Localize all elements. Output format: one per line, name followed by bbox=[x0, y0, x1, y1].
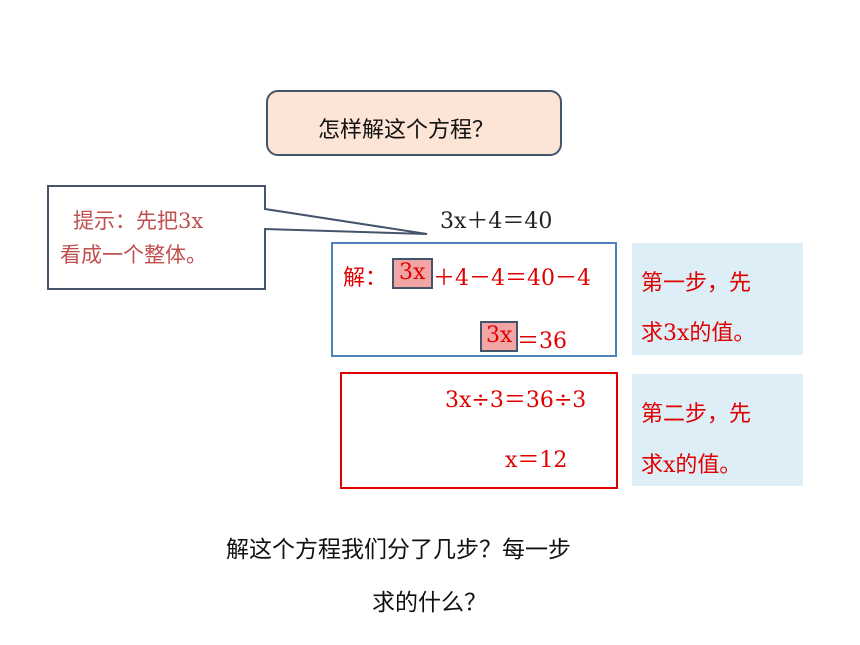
step1-term-1: 3x bbox=[399, 260, 426, 285]
step1-prefix: 解： bbox=[343, 266, 388, 291]
question-text: 怎样解这个方程？ bbox=[318, 118, 495, 143]
step1-note-line-2: 求3x的值。 bbox=[641, 321, 756, 346]
step2-note bbox=[632, 374, 803, 486]
bottom-question-line-2: 求的什么？ bbox=[372, 590, 487, 616]
bottom-question-line-1: 解这个方程我们分了几步？每一步 bbox=[226, 537, 571, 563]
step2-note-line-2: 求x的值。 bbox=[641, 453, 742, 478]
step2-box bbox=[340, 372, 618, 489]
hint-line-2: 看成一个整体。 bbox=[60, 243, 207, 267]
step2-line-2: x＝12 bbox=[505, 448, 568, 473]
step1-term-2: 3x bbox=[486, 323, 513, 348]
step1-rest-2: ＝36 bbox=[517, 329, 567, 354]
step2-line-1: 3x÷3＝36÷3 bbox=[445, 388, 587, 413]
hint-callout-shape bbox=[47, 185, 428, 290]
step2-note-line-1: 第二步，先 bbox=[641, 402, 752, 427]
step1-rest-1: ＋4－4＝40－4 bbox=[433, 266, 591, 291]
step1-note-line-1: 第一步，先 bbox=[641, 271, 752, 296]
question-box bbox=[266, 90, 562, 156]
equation: 3x＋4＝40 bbox=[440, 209, 553, 234]
step1-box bbox=[331, 242, 617, 357]
highlight-term-2 bbox=[480, 321, 518, 352]
highlight-term-1 bbox=[392, 258, 433, 289]
hint-line-1: 提示：先把3x bbox=[73, 209, 204, 233]
step1-note bbox=[632, 243, 803, 355]
